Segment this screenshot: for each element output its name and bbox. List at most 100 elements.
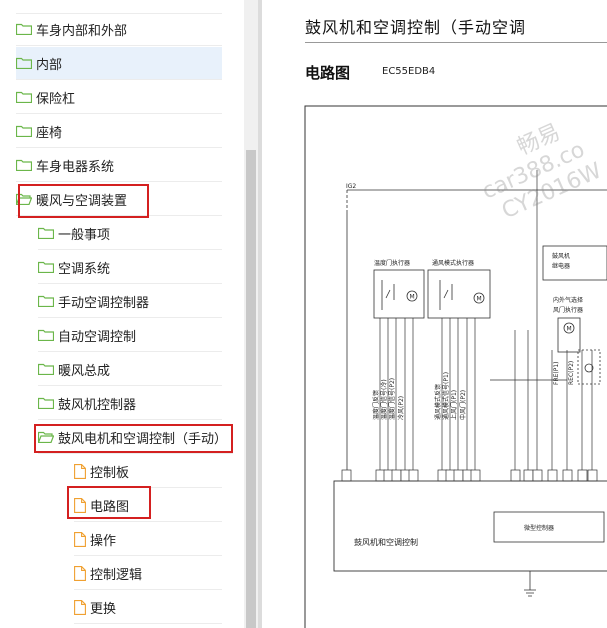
pane-divider[interactable] (258, 0, 262, 628)
document-icon (74, 531, 86, 547)
tree-item-label: 内部 (36, 57, 63, 73)
section-title: 电路图 (305, 64, 351, 82)
motor-symbol: M (567, 326, 572, 333)
blower-relay-box (542, 245, 607, 281)
tree-item-label: 一般事项 (58, 227, 111, 243)
tree-item-label: 操作 (90, 533, 117, 549)
tree-item-bumper[interactable]: 保险杠 (16, 81, 222, 114)
tree-item-replacement[interactable]: 更换 (74, 591, 222, 624)
tree-item-label: 车身内部和外部 (36, 23, 128, 39)
navigation-tree: 车身内部和外部 内部 保险杠 座椅 车身电器系统 暖风与空调装置 一般事项 空调… (0, 0, 244, 628)
tree-item-label: 车身电器系统 (36, 159, 115, 175)
temp-wire-labels: 温度门反馈 温度门信号(冷) 温度门信号(P2) 冷风(P2) (372, 378, 405, 420)
tree-item-label: 暖风与空调装置 (36, 193, 128, 209)
tree-item-operation[interactable]: 操作 (74, 523, 222, 556)
wire-label: REC(P2) (568, 361, 575, 385)
tree-item-label: 更换 (90, 601, 117, 617)
tree-item-control-panel[interactable]: 控制板 (74, 455, 222, 488)
wire-label: 温度门反馈 (372, 390, 380, 420)
circuit-diagram: IG2 温度门执行器 M 通风模式执行器 M 温度门反馈 (304, 105, 607, 628)
diagram-frame (304, 105, 607, 628)
wire-label: FRE(P1) (553, 361, 560, 385)
highlight-box (34, 424, 233, 453)
temp-actuator-label: 温度门执行器 (374, 259, 410, 267)
wire-label: 上风门(P1) (450, 390, 458, 420)
tree-item-circuit-diagram[interactable]: 电路图 (74, 489, 222, 522)
temp-actuator-box (373, 269, 425, 319)
wire-label: 中风门(P2) (459, 390, 467, 420)
tree-item-control-logic[interactable]: 控制逻辑 (74, 557, 222, 590)
tree-item-body-electrical[interactable]: 车身电器系统 (16, 149, 222, 182)
controller-label: 鼓风机和空调控制 (354, 537, 418, 547)
folder-icon (38, 227, 54, 239)
recirc-switch (584, 363, 594, 373)
scrollbar-thumb[interactable] (246, 150, 256, 628)
folder-open-icon (16, 193, 32, 205)
folder-icon (16, 159, 32, 171)
tree-item-seats[interactable]: 座椅 (16, 115, 222, 148)
tree-item-auto-ac-control[interactable]: 自动空调控制 (38, 319, 222, 352)
tree-item-manual-ac-controller[interactable]: 手动空调控制器 (38, 285, 222, 318)
tree-item-blower-motor-ac-manual[interactable]: 鼓风电机和空调控制（手动） (38, 421, 233, 454)
tree-item-label: 鼓风电机和空调控制（手动） (58, 431, 228, 447)
document-icon (74, 497, 86, 513)
wire-label: 温度门信号(冷) (380, 379, 388, 420)
ig2-label: IG2 (346, 183, 356, 190)
document-pane: 鼓风机和空调控制（手动空调 电路图 EC55EDB4 IG2 温度门执行器 M … (262, 0, 607, 628)
recirc-label: 内外气选择 (553, 296, 583, 304)
folder-icon (16, 91, 32, 103)
folder-icon (38, 397, 54, 409)
recirc-label: 风门执行器 (553, 306, 583, 314)
document-icon (74, 565, 86, 581)
connector-pins (341, 469, 598, 482)
tree-item-interior[interactable]: 内部 (16, 47, 222, 80)
tree-item-general[interactable]: 一般事项 (38, 217, 222, 250)
motor-icon (406, 290, 418, 302)
folder-open-icon (38, 431, 54, 443)
title-divider (305, 42, 607, 43)
motor-symbol: M (477, 296, 482, 303)
folder-icon (38, 329, 54, 341)
folder-icon (38, 363, 54, 375)
relay-label: 鼓风机 (552, 252, 570, 260)
highlight-box (18, 184, 149, 218)
relay-label: 继电器 (552, 262, 570, 270)
tree-item-label: 控制板 (90, 465, 130, 481)
recirc-switch-box (577, 349, 601, 385)
folder-icon (38, 261, 54, 273)
tree-item-heating-ac[interactable]: 暖风与空调装置 (16, 183, 222, 216)
recirc-wire-labels: FRE(P1) REC(P2) (553, 361, 575, 385)
motor-symbol: M (410, 294, 415, 301)
document-icon (74, 599, 86, 615)
tree-item-label: 控制逻辑 (90, 567, 143, 583)
wire-label: 冷风(P2) (397, 396, 405, 420)
tree-item-heater-assembly[interactable]: 暖风总成 (38, 353, 222, 386)
document-icon (74, 463, 86, 479)
wire-label: 通风模式信号(P1) (442, 372, 450, 420)
temp-actuator-pot (381, 280, 395, 310)
section-code: EC55EDB4 (382, 66, 436, 77)
tree-item-blower-controller[interactable]: 鼓风机控制器 (38, 387, 222, 420)
mode-actuator-pot (439, 280, 453, 310)
tree-item-label: 保险杠 (36, 91, 76, 107)
wire-label: 温度门信号(P2) (388, 378, 396, 420)
motor-icon (563, 322, 575, 334)
tree-item-ac-system[interactable]: 空调系统 (38, 251, 222, 284)
tree-item-label: 自动空调控制 (58, 329, 137, 345)
tree-item-partial[interactable] (16, 0, 222, 14)
page-title: 鼓风机和空调控制（手动空调 (305, 18, 527, 37)
micro-controller-label: 微型控制器 (524, 524, 554, 532)
tree-item-body-interior-exterior[interactable]: 车身内部和外部 (16, 13, 222, 46)
mode-actuator-box (427, 269, 491, 319)
tree-item-label: 空调系统 (58, 261, 111, 277)
folder-icon (16, 57, 32, 69)
highlight-box (67, 486, 151, 519)
folder-icon (16, 125, 32, 137)
ground-icon (524, 589, 536, 597)
wire-label: 通风模式反馈 (434, 384, 442, 420)
recirc-actuator-box (557, 317, 581, 353)
tree-item-label: 鼓风机控制器 (58, 397, 137, 413)
tree-item-label: 手动空调控制器 (58, 295, 150, 311)
folder-icon (16, 23, 32, 35)
mode-wire-labels: 通风模式反馈 通风模式信号(P1) 上风门(P1) 中风门(P2) (434, 372, 467, 420)
